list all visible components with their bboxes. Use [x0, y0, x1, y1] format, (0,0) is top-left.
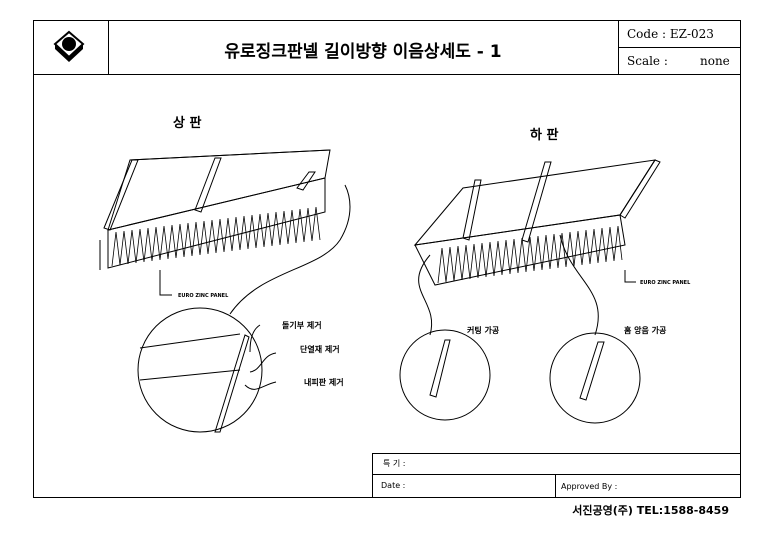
divider [108, 20, 109, 75]
date-label: Date : [381, 481, 406, 490]
upper-panel-label: EURO ZINC PANEL [178, 293, 229, 299]
company-contact: 서진공영(주) TEL:1588-8459 [572, 504, 729, 517]
callout-label: 돌기부 제거 [282, 321, 322, 330]
callout-label: 홈 앙음 가공 [624, 326, 667, 335]
lower-panel-title: 하 판 [530, 128, 559, 143]
scale-value: none [700, 54, 730, 68]
divider [555, 475, 556, 498]
code-label: Code : EZ-023 [627, 27, 714, 41]
header-divider [33, 74, 741, 75]
company-logo [52, 30, 86, 64]
remarks-row [372, 453, 741, 475]
callout-label: 단열재 제거 [300, 345, 340, 354]
approved-by-label: Approved By : [561, 482, 618, 491]
lower-panel-label: EURO ZINC PANEL [640, 280, 691, 286]
date-row [372, 475, 373, 498]
page-title: 유로징크판넬 길이방향 이음상세도 - 1 [224, 42, 502, 62]
callout-label: 내피판 제거 [304, 378, 344, 387]
divider [618, 47, 741, 48]
scale-label: Scale : [627, 54, 668, 68]
drawing-frame [33, 20, 741, 498]
upper-panel-title: 상 판 [173, 116, 202, 131]
remarks-label: 특 기 : [383, 459, 406, 468]
callout-label: 커팅 가공 [467, 326, 500, 335]
